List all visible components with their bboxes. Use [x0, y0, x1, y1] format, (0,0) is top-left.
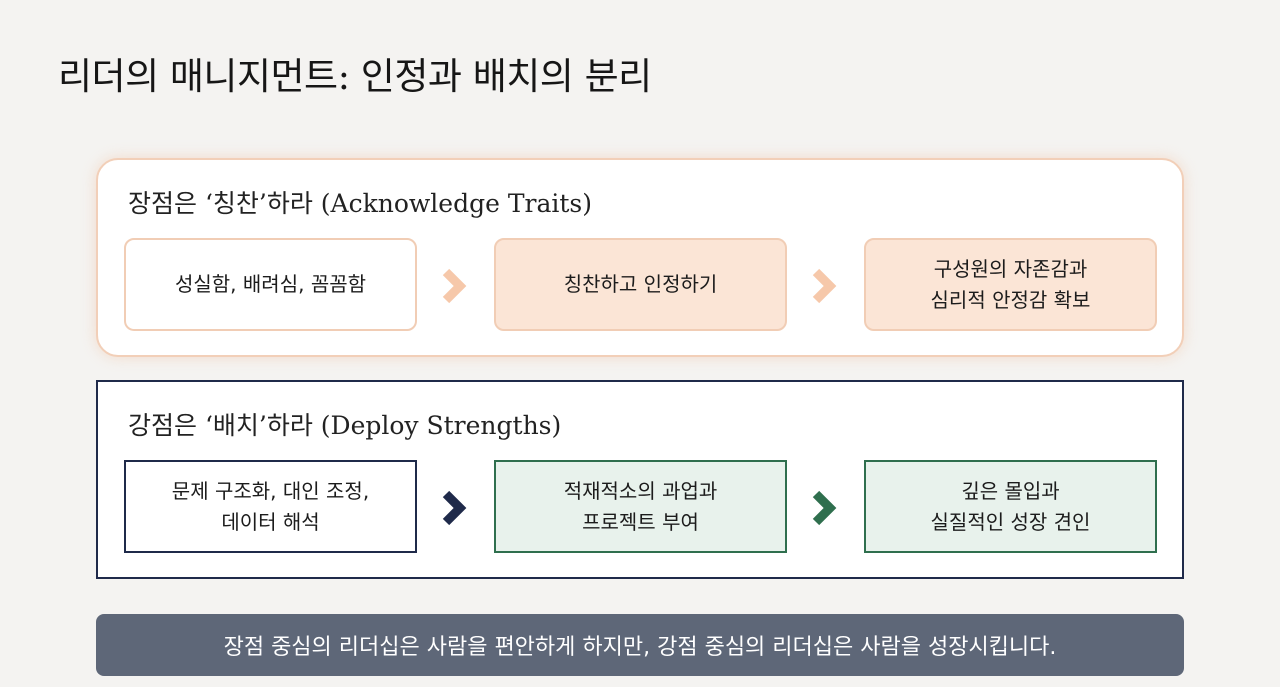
- deploy-step-outcome-line-1: 깊은 몰입과: [961, 478, 1060, 503]
- page-title: 리더의 매니지먼트: 인정과 배치의 분리: [58, 55, 652, 98]
- deploy-step-assign: 적재적소의 과업과 프로젝트 부여: [494, 460, 787, 553]
- praise-heading: 장점은 ‘칭찬’하라 (Acknowledge Traits): [128, 189, 592, 218]
- praise-step-traits-line: 성실함, 배려심, 꼼꼼함: [174, 272, 367, 296]
- chevron-right-icon: [442, 268, 467, 304]
- deploy-step-assign-line-1: 적재적소의 과업과: [563, 478, 718, 503]
- praise-step-acknowledge: 칭찬하고 인정하기: [494, 238, 787, 331]
- deploy-step-assign-line-2: 프로젝트 부여: [582, 509, 699, 534]
- praise-step-outcome: 구성원의 자존감과 심리적 안정감 확보: [864, 238, 1157, 331]
- praise-panel: 장점은 ‘칭찬’하라 (Acknowledge Traits) 성실함, 배려심…: [96, 158, 1184, 357]
- chevron-right-icon: [812, 490, 837, 526]
- chevron-right-icon: [442, 490, 467, 526]
- praise-step-traits: 성실함, 배려심, 꼼꼼함: [124, 238, 417, 331]
- praise-step-outcome-line-1: 구성원의 자존감과: [933, 256, 1088, 281]
- deploy-step-strengths-line-1: 문제 구조화, 대인 조정,: [171, 478, 370, 503]
- chevron-right-icon: [812, 268, 837, 304]
- deploy-heading: 강점은 ‘배치’하라 (Deploy Strengths): [128, 411, 562, 440]
- deploy-step-strengths-line-2: 데이터 해석: [221, 509, 320, 534]
- praise-step-outcome-line-2: 심리적 안정감 확보: [930, 287, 1091, 312]
- praise-step-acknowledge-line: 칭찬하고 인정하기: [563, 272, 718, 296]
- deploy-step-strengths: 문제 구조화, 대인 조정, 데이터 해석: [124, 460, 417, 553]
- deploy-panel: 강점은 ‘배치’하라 (Deploy Strengths) 문제 구조화, 대인…: [96, 380, 1184, 579]
- summary-banner: 장점 중심의 리더십은 사람을 편안하게 하지만, 강점 중심의 리더십은 사람…: [96, 614, 1184, 676]
- deploy-step-outcome-line-2: 실질적인 성장 견인: [930, 509, 1091, 534]
- summary-text: 장점 중심의 리더십은 사람을 편안하게 하지만, 강점 중심의 리더십은 사람…: [223, 635, 1057, 660]
- deploy-step-outcome: 깊은 몰입과 실질적인 성장 견인: [864, 460, 1157, 553]
